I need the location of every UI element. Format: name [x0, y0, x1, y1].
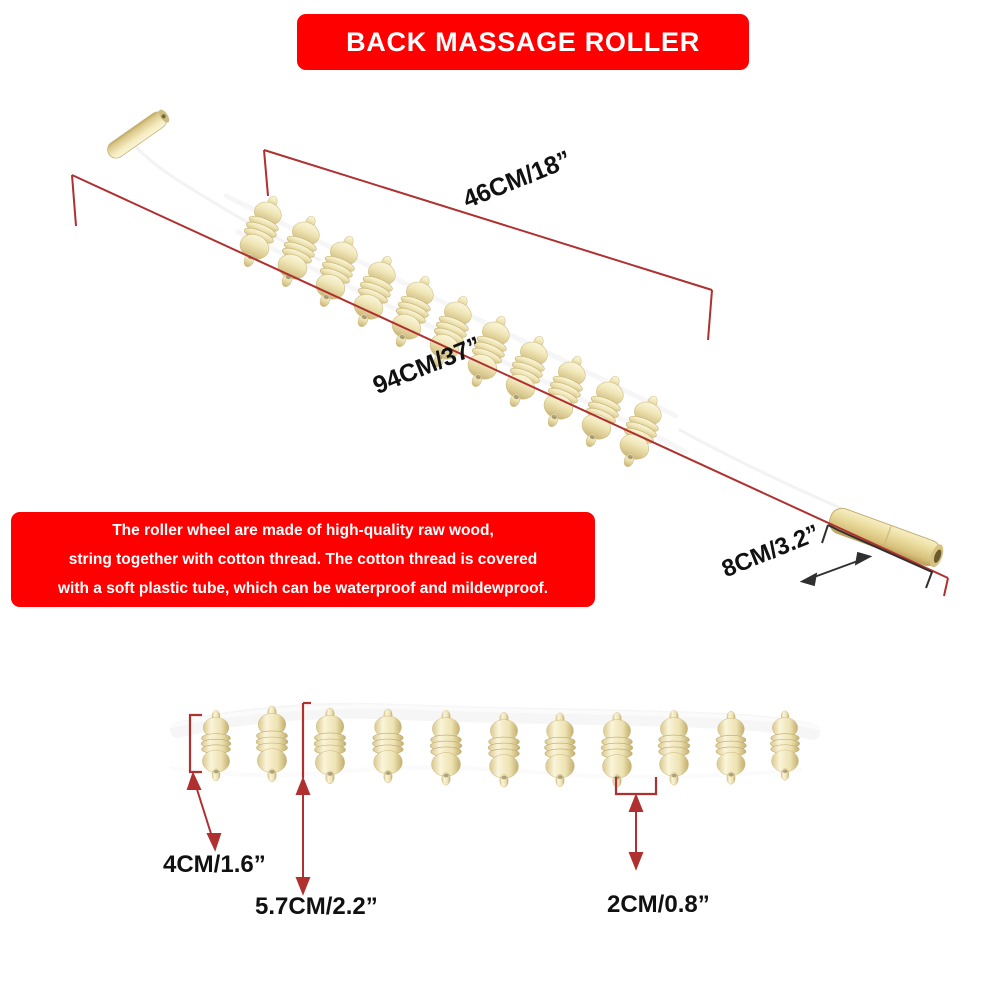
bracket-94cm: [71, 174, 77, 227]
bracket-8cm: [821, 524, 934, 589]
left-handle: [107, 109, 170, 159]
description-banner: The roller wheel are made of high-qualit…: [11, 512, 595, 607]
dimension-label-94cm: 94CM/37”: [369, 331, 486, 400]
dimension-label-4cm: 4CM/1.6”: [163, 851, 266, 878]
bracket-57cm: [301, 701, 311, 778]
arrow-57cm: [295, 776, 311, 896]
bracket-2cm: [614, 777, 658, 796]
arrow-4cm: [186, 771, 222, 852]
bracket-4cm: [188, 713, 202, 774]
right-handle: [828, 507, 944, 568]
bracket-46cm: [263, 149, 269, 197]
dimension-label-8cm: 8CM/3.2”: [718, 519, 824, 584]
dimension-label-57cm: 5.7CM/2.2”: [255, 893, 378, 920]
description-line-1: The roller wheel are made of high-qualit…: [112, 522, 494, 539]
dimension-label-46cm: 46CM/18”: [459, 145, 576, 214]
arrow-8cm: [799, 551, 873, 587]
description-line-3: with a soft plastic tube, which can be w…: [57, 580, 549, 597]
roller-bead-group-top: [231, 189, 671, 473]
arrow-2cm: [628, 793, 644, 871]
description-line-2: string together with cotton thread. The …: [68, 551, 538, 568]
dimension-label-2cm: 2CM/0.8”: [607, 891, 710, 918]
title-banner-text: BACK MASSAGE ROLLER: [346, 26, 700, 57]
cotton-thread-bottom: [170, 702, 820, 779]
roller-bead-group-bottom: [200, 705, 801, 788]
title-banner: BACK MASSAGE ROLLER: [297, 14, 749, 70]
